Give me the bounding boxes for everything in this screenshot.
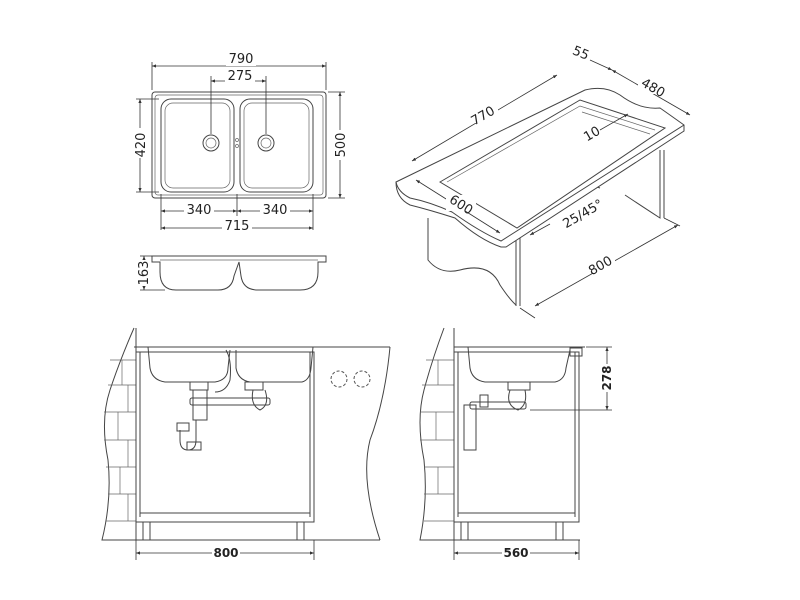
dim-front-cabinet-width: 800 <box>213 546 238 560</box>
side-section-view: 278 560 <box>419 327 614 560</box>
dim-offset: 10 <box>581 124 603 145</box>
left-drain-icon <box>202 134 220 152</box>
right-drain-icon <box>257 134 275 152</box>
side-profile-view: 163 <box>136 255 327 291</box>
dim-cutout-width: 715 <box>225 219 250 234</box>
dim-left-bowl-width: 340 <box>187 203 212 218</box>
dim-right-bowl-width: 340 <box>263 203 288 218</box>
dim-bowl-height: 163 <box>137 261 152 286</box>
top-view: 790 275 420 500 340 340 715 <box>132 52 349 234</box>
dim-sink-height: 278 <box>600 365 614 390</box>
left-bowl <box>160 98 235 193</box>
dim-cabinet-depth: 560 <box>503 546 528 560</box>
isometric-view: 770 55 480 10 600 25/45° 800 <box>395 44 691 319</box>
dim-drain-spacing: 275 <box>228 69 253 84</box>
dim-overall-width: 790 <box>229 52 254 67</box>
right-bowl <box>239 98 314 193</box>
dim-edge: 55 <box>570 44 591 64</box>
dim-bowl-depth: 420 <box>134 133 149 158</box>
front-view: 800 <box>101 327 391 560</box>
dim-overall-depth: 500 <box>334 133 349 158</box>
